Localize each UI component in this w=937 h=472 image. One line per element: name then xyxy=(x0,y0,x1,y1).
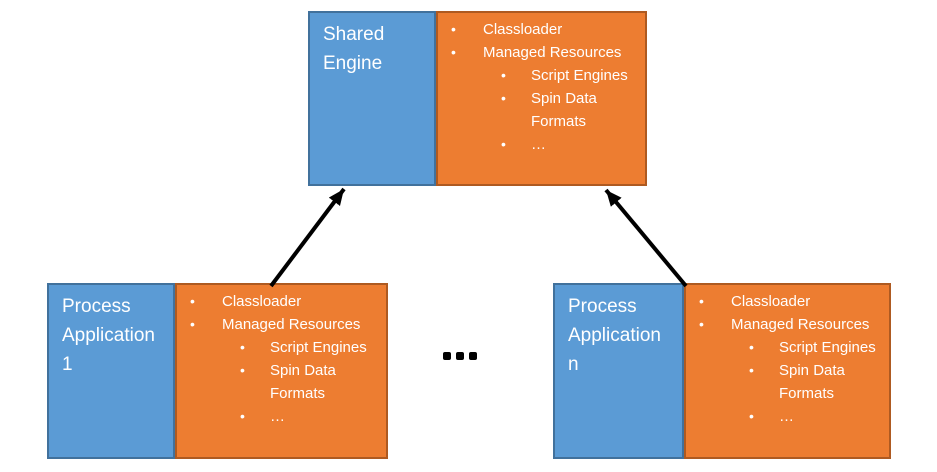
bullet-icon: • xyxy=(240,408,245,424)
list-item-text: Managed Resources xyxy=(483,44,622,61)
list-item: • Spin Data Formats xyxy=(438,87,645,133)
bullet-icon: • xyxy=(749,362,754,378)
list-item-text: … xyxy=(270,408,285,425)
bullet-icon: • xyxy=(501,136,506,152)
bullet-icon: • xyxy=(190,293,195,309)
node-bullet-list: • Classloader • Managed Resources • Script En… xyxy=(436,11,647,186)
ellipsis-dot xyxy=(443,352,451,360)
list-item-text: Classloader xyxy=(483,21,563,38)
list-item-text: … xyxy=(531,136,546,153)
list-item: •… xyxy=(686,405,889,428)
arrow-process-n-to-shared-engine xyxy=(604,188,688,288)
list-item: • Managed Resources xyxy=(177,313,386,336)
list-item-text: Script Engines xyxy=(270,339,367,356)
bullet-icon: • xyxy=(190,316,195,332)
list-item: • Script Engines xyxy=(438,64,645,87)
list-item: • Spin Data Formats xyxy=(177,359,386,405)
ellipsis-dot xyxy=(456,352,464,360)
list-item: •… xyxy=(177,405,386,428)
bullet-icon: • xyxy=(749,408,754,424)
list-item: • Script Engines xyxy=(177,336,386,359)
bullet-icon: • xyxy=(699,316,704,332)
bullet-icon: • xyxy=(501,90,506,106)
list-item: • Spin Data Formats xyxy=(686,359,889,405)
node-title: Shared Engine xyxy=(308,11,436,186)
list-item: •… xyxy=(438,133,645,156)
bullet-icon: • xyxy=(749,339,754,355)
node-shared-engine: Shared Engine • Classloader • Managed Resou… xyxy=(308,11,647,186)
ellipsis xyxy=(443,352,477,360)
list-item: • Classloader xyxy=(438,18,645,41)
node-process-application-n: Process Application n • Classloader • Manag… xyxy=(553,283,891,459)
list-item-text: Script Engines xyxy=(531,67,628,84)
list-item-text: Classloader xyxy=(222,293,302,310)
list-item-text: Managed Resources xyxy=(222,316,361,333)
list-item-text: Managed Resources xyxy=(731,316,870,333)
node-bullet-list: • Classloader • Managed Resources • Script En… xyxy=(175,283,388,459)
list-item-text: Classloader xyxy=(731,293,811,310)
list-item: • Managed Resources xyxy=(438,41,645,64)
node-bullet-list: • Classloader • Managed Resources • Script En… xyxy=(684,283,891,459)
list-item-text: … xyxy=(779,408,794,425)
bullet-icon: • xyxy=(501,67,506,83)
ellipsis-dot xyxy=(469,352,477,360)
arrow-process-1-to-shared-engine xyxy=(269,187,346,288)
list-item-text: Spin Data Formats xyxy=(270,362,336,402)
list-item-text: Script Engines xyxy=(779,339,876,356)
list-item: • Managed Resources xyxy=(686,313,889,336)
node-title: Process Application 1 xyxy=(47,283,175,459)
list-item: • Classloader xyxy=(177,290,386,313)
bullet-icon: • xyxy=(699,293,704,309)
list-item: • Classloader xyxy=(686,290,889,313)
node-title: Process Application n xyxy=(553,283,684,459)
list-item-text: Spin Data Formats xyxy=(531,90,597,130)
bullet-icon: • xyxy=(240,339,245,355)
bullet-icon: • xyxy=(240,362,245,378)
node-process-application-1: Process Application 1 • Classloader • Manag… xyxy=(47,283,388,459)
list-item-text: Spin Data Formats xyxy=(779,362,845,402)
bullet-icon: • xyxy=(451,44,456,60)
bullet-icon: • xyxy=(451,21,456,37)
list-item: • Script Engines xyxy=(686,336,889,359)
